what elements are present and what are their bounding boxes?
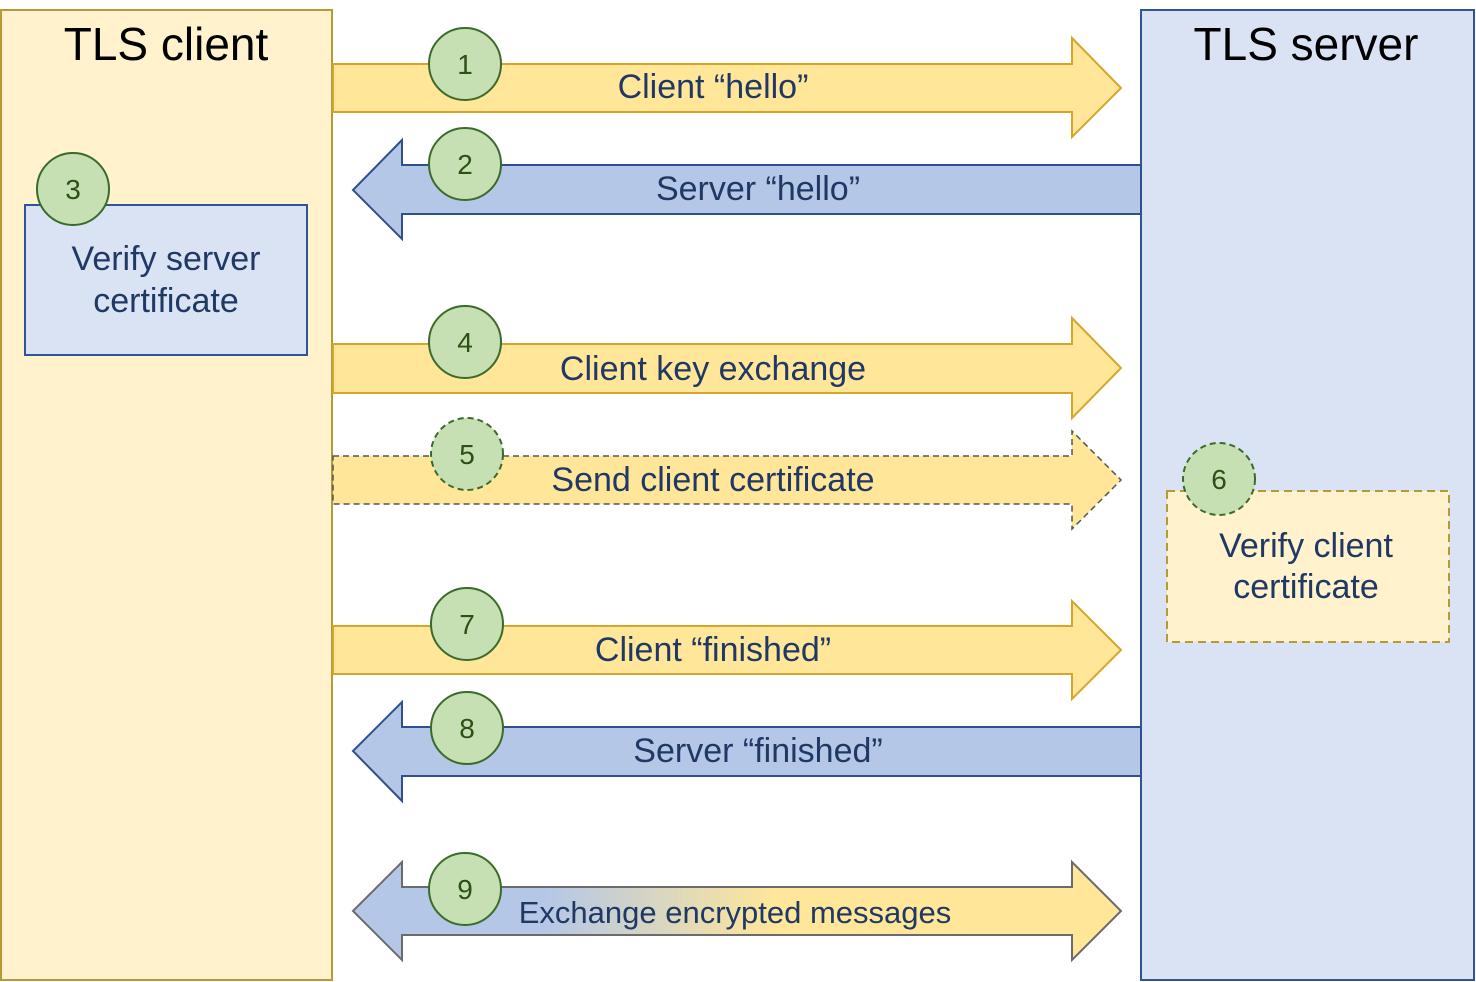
step-badge-4-number: 4 <box>457 327 473 358</box>
arrow-client-key-exchange-label: Client key exchange <box>560 350 866 388</box>
step-badge-5: 5 <box>430 417 504 491</box>
client-panel-title: TLS client <box>64 18 269 70</box>
step-badge-3-number: 3 <box>65 174 81 205</box>
verify-server-line1: Verify server <box>72 240 261 278</box>
arrow-client-finished-label: Client “finished” <box>595 631 831 669</box>
arrow-server-hello-label: Server “hello” <box>656 170 860 208</box>
step-badge-9-number: 9 <box>457 874 473 905</box>
step-badge-7-number: 7 <box>459 609 475 640</box>
verify-client-line2: certificate <box>1233 568 1379 606</box>
step-badge-7: 7 <box>430 587 504 661</box>
arrow-client-hello-label: Client “hello” <box>618 68 809 106</box>
step-badge-9: 9 <box>428 852 502 926</box>
arrow-send-client-certificate: Send client certificate 5 <box>332 417 1123 531</box>
step-badge-3: 3 <box>36 152 110 226</box>
arrow-server-hello: Server “hello” 2 <box>351 127 1142 242</box>
arrow-server-finished: Server “finished” 8 <box>351 691 1142 804</box>
arrow-server-finished-label: Server “finished” <box>633 732 882 770</box>
step-badge-6-number: 6 <box>1211 464 1227 495</box>
step-badge-4: 4 <box>428 305 502 379</box>
step-badge-2: 2 <box>428 127 502 201</box>
verify-server-line2: certificate <box>93 282 239 320</box>
arrow-client-hello: Client “hello” 1 <box>332 27 1123 140</box>
step-badge-8: 8 <box>430 691 504 765</box>
step-badge-8-number: 8 <box>459 713 475 744</box>
arrow-exchange-encrypted-messages-label: Exchange encrypted messages <box>519 895 952 930</box>
step-badge-6: 6 <box>1182 442 1256 516</box>
step-badge-2-number: 2 <box>457 149 473 180</box>
arrow-client-key-exchange: Client key exchange 4 <box>332 305 1123 421</box>
verify-client-line1: Verify client <box>1219 527 1393 565</box>
step-badge-5-number: 5 <box>459 439 475 470</box>
verify-server-certificate-box: Verify server certificate 3 <box>24 152 308 356</box>
step-badge-1-number: 1 <box>457 49 473 80</box>
arrow-send-client-certificate-label: Send client certificate <box>551 461 874 499</box>
verify-client-certificate-box: Verify client certificate 6 <box>1166 442 1450 643</box>
step-badge-1: 1 <box>428 27 502 101</box>
server-panel-title: TLS server <box>1194 18 1419 70</box>
arrow-client-finished: Client “finished” 7 <box>332 587 1123 702</box>
arrow-exchange-encrypted-messages: Exchange encrypted messages 9 <box>351 852 1123 963</box>
client-panel: TLS client <box>0 9 333 981</box>
